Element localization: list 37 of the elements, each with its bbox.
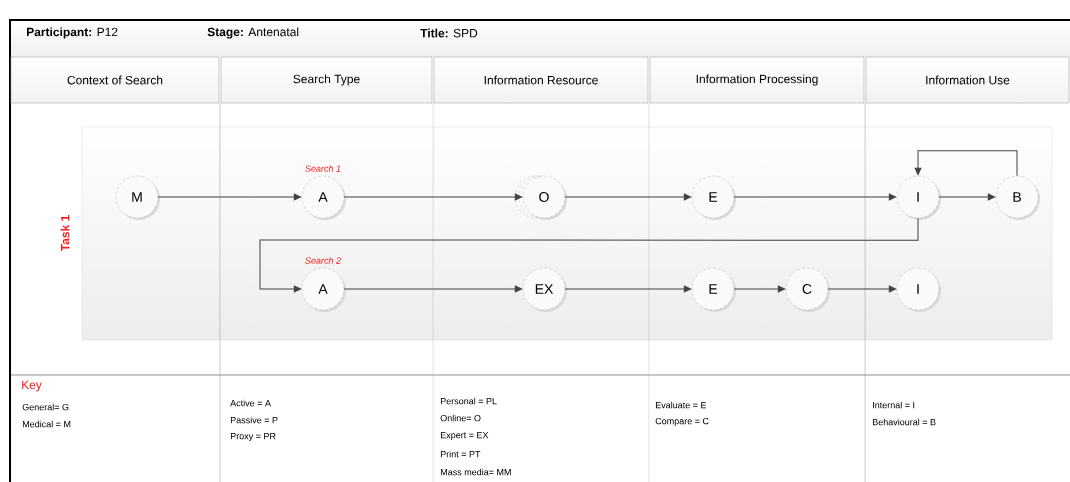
arrow [343,285,523,293]
arrow [564,193,692,201]
column-header: Information Use [865,56,1070,104]
arrow [733,193,897,201]
arrow [564,285,692,293]
key-entry: Compare = C [655,417,709,427]
key-entry: Internal = I [873,401,915,409]
column-header: Search Type [220,56,433,104]
key-entry: Proxy = PR [230,432,276,442]
key-entry: Medical = M [22,420,71,428]
lane-label: Task 1 [60,215,70,252]
key-entry: Personal = PL [440,397,497,405]
arrow [343,193,523,201]
arrow [259,217,919,293]
key-entry: Behavioural = B [872,418,936,426]
node-caption: Search 1 [305,165,341,172]
key-entry: Print = PT [440,450,481,458]
key-entry: Active = A [230,399,271,407]
key-entry: Evaluate = E [655,401,707,409]
key-heading: Key [22,380,42,392]
key-entry: Expert = EX [440,431,489,441]
key-entry: General= G [22,403,69,411]
key-entry: Online= O [440,414,481,422]
arrow [914,150,1018,177]
column-header: Context of Search [10,56,220,104]
arrow [157,193,302,201]
arrow [938,193,996,201]
header-field: Participant: P12 [27,27,118,39]
header-field: Title: SPD [420,28,478,38]
node-caption: Search 2 [305,257,341,264]
column-header: Information Processing [649,56,865,104]
key-entry: Passive = P [230,416,278,424]
header-field: Stage: Antenatal [207,27,299,39]
arrow [827,285,897,293]
column-header: Information Resource [433,56,649,104]
arrow [733,285,786,293]
key-entry: Mass media= MM [440,468,511,476]
